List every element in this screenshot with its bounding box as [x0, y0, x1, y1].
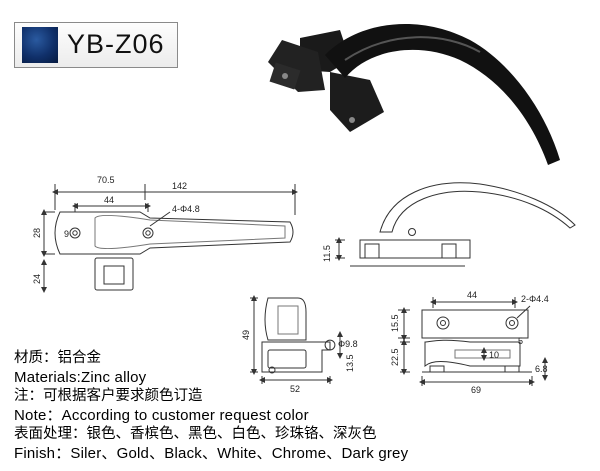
dim-top-holes: 4-Φ4.8 [172, 204, 200, 214]
model-number: YB-Z06 [67, 29, 165, 59]
dim-base-gap: 5 [518, 336, 523, 346]
dim-end-dia: Φ9.8 [338, 339, 358, 349]
dim-base-length: 69 [471, 385, 481, 395]
dim-end-width: 52 [290, 384, 300, 394]
dim-base-slot: 10 [489, 350, 499, 360]
dim-top-overall-a: 70.5 [97, 175, 115, 185]
note-cn: 注：可根据客户要求颜色订造 [14, 388, 203, 404]
material-cn: 材质：铝合金 [14, 350, 101, 366]
dim-end-offset: 13.5 [345, 354, 355, 372]
material-en: Materials:Zinc alloy [14, 369, 147, 386]
finish-cn: 表面处理：银色、香槟色、黑色、白色、珍珠铬、深灰色 [14, 426, 377, 442]
dim-top-hole-spacing: 44 [104, 195, 114, 205]
dim-top-height: 28 [32, 228, 42, 238]
dim-base-depth: 15.5 [390, 314, 400, 332]
dim-base-height: 22.5 [390, 348, 400, 366]
side-view [335, 182, 576, 267]
dim-side-height: 11.5 [322, 245, 332, 262]
spec-text: 材质：铝合金 Materials:Zinc alloy 注：可根据客户要求颜色订… [14, 349, 408, 463]
model-badge: YB-Z06 [14, 22, 178, 68]
badge-blue-square [22, 27, 58, 63]
top-view [41, 184, 298, 293]
dim-base-foot: 6.8 [535, 364, 548, 374]
dim-top-stem: 24 [32, 274, 42, 284]
handle-photo [268, 23, 560, 166]
dim-top-small: 9 [64, 229, 69, 239]
finish-en: Finish：Siler、Gold、Black、White、Chrome、Dar… [14, 445, 409, 462]
dim-base-spacing: 44 [467, 290, 477, 300]
note-en: Note：According to customer request color [14, 407, 309, 424]
end-view [250, 295, 343, 384]
dim-end-height: 49 [241, 330, 251, 340]
base-view [398, 297, 548, 386]
dim-top-overall-b: 142 [172, 181, 187, 191]
dim-base-holes: 2-Φ4.4 [521, 294, 549, 304]
